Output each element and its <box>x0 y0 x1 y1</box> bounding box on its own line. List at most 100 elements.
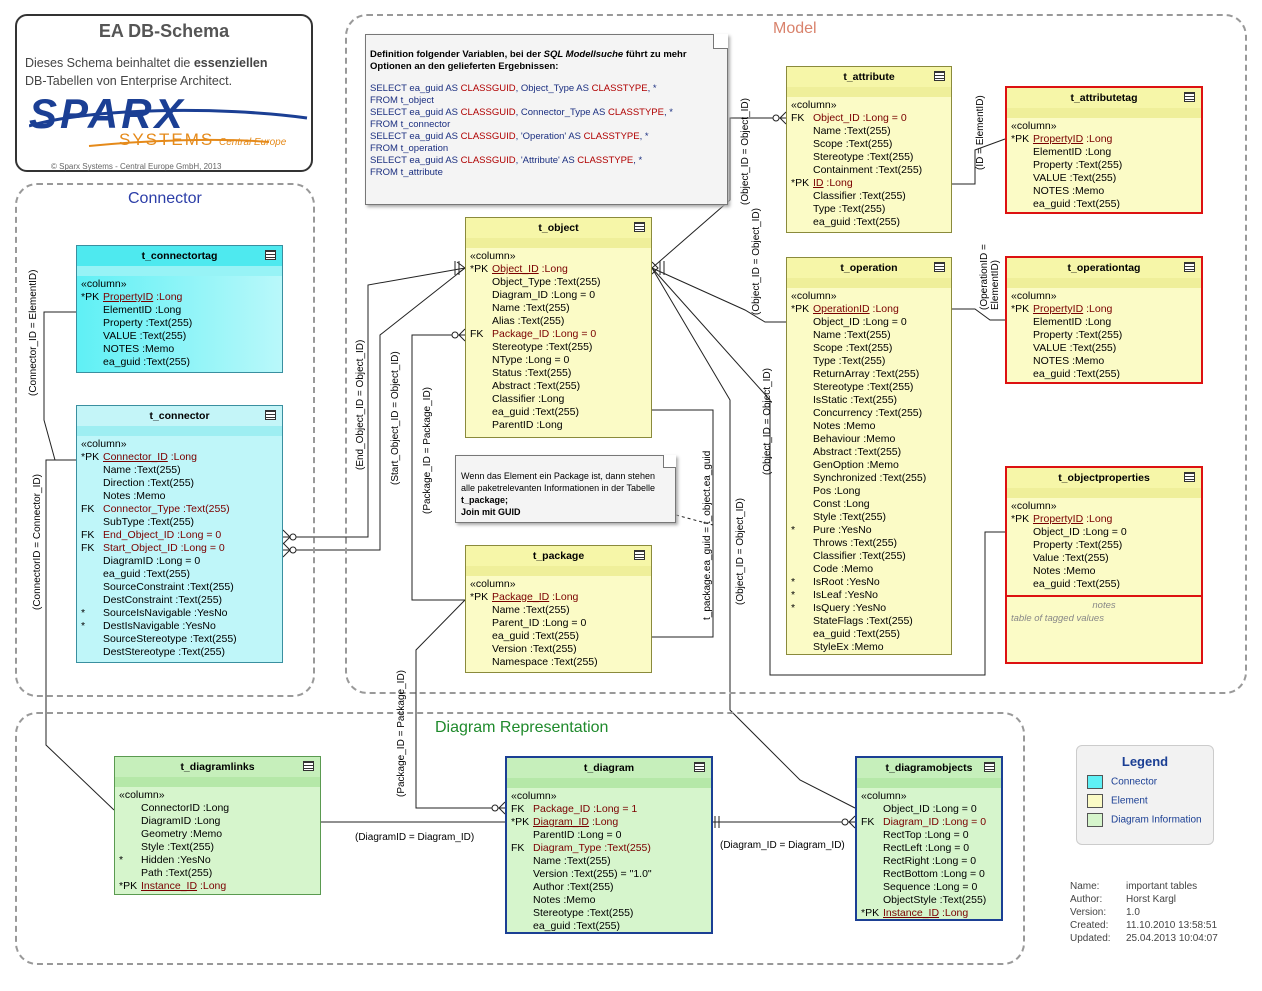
table-band <box>857 778 1001 788</box>
column-name: PropertyID <box>1033 133 1084 145</box>
column-row: ea_guid :Text(255) <box>511 920 707 933</box>
column-name: DestConstraint <box>103 594 173 606</box>
column-name: ea_guid <box>1033 198 1071 210</box>
column-name: Geometry <box>141 828 188 840</box>
column-row: Name :Text(255) <box>470 604 647 617</box>
column-row: Throws :Text(255) <box>791 537 947 550</box>
column-name: End_Object_ID <box>103 529 175 541</box>
column-name: Object_ID <box>813 316 860 328</box>
column-row: Classifier :Text(255) <box>791 550 947 563</box>
column-type: :Text(255) <box>863 615 913 627</box>
column-type: :Text(255) <box>172 594 223 606</box>
rel-start-object: (Start_Object_ID = Object_ID) <box>390 351 401 485</box>
column-key: *PK <box>1011 133 1030 145</box>
column-key: FK <box>511 803 525 815</box>
column-row: Object_ID :Long = 0 <box>861 803 997 816</box>
column-type: :Text(255) <box>841 125 891 137</box>
column-type: :Long <box>939 907 969 919</box>
column-row: ParentID :Long = 0 <box>511 829 707 842</box>
column-type: :Memo <box>1069 355 1105 367</box>
legend-swatch <box>1087 775 1103 789</box>
column-name: Property <box>103 317 143 329</box>
column-type: :Long <box>535 393 565 405</box>
column-key: *PK <box>1011 513 1030 525</box>
info-key: Version: <box>1070 907 1107 918</box>
column-row: Author :Text(255) <box>511 881 707 894</box>
rel-object-oper: (Object_ID = Object_ID) <box>751 208 762 315</box>
column-name: Synchronized <box>813 472 877 484</box>
column-type: :Long = 0 <box>939 816 987 828</box>
column-row: Abstract :Text(255) <box>791 446 947 459</box>
info-row: Created:11.10.2010 13:58:51 <box>1070 919 1218 932</box>
column-type: :Memo <box>848 641 884 653</box>
column-name: Scope <box>813 342 843 354</box>
wire-start-object <box>283 267 466 551</box>
column-type: :Long <box>538 263 568 275</box>
column-name: Behaviour <box>813 433 861 445</box>
info-key: Created: <box>1070 920 1109 931</box>
table-t-diagramobjects[interactable]: t_diagramobjects«column»Object_ID :Long … <box>855 756 1003 921</box>
column-type: :Long <box>533 419 563 431</box>
column-name: IsStatic <box>813 394 848 406</box>
column-row: Stereotype :Text(255) <box>791 381 947 394</box>
column-name: Start_Object_ID <box>103 542 178 554</box>
info-row: Name:important tables <box>1070 880 1218 893</box>
column-name: Diagram_ID <box>533 816 590 828</box>
column-type: :Text(255) <box>841 329 891 341</box>
column-name: Diagram_Type <box>533 842 602 854</box>
column-name: Notes <box>813 420 841 432</box>
info-value: important tables <box>1126 881 1198 892</box>
column-row: DestStereotype :Text(255) <box>81 646 278 659</box>
column-row: Version :Text(255) <box>470 643 647 656</box>
stereotype-label: «column» <box>470 578 516 590</box>
rel-package-2: (Package_ID = Package_ID) <box>396 669 407 797</box>
column-type: :Text(255) <box>542 341 593 353</box>
column-name: ID <box>813 177 824 189</box>
column-type: :Text(255) <box>561 855 611 867</box>
group-connector <box>15 183 315 697</box>
column-type: :Text(255) <box>570 920 620 932</box>
column-row: Property :Text(255) <box>1011 159 1197 172</box>
stereotype-label: «column» <box>470 250 516 262</box>
column-type: :YesNo <box>191 607 228 619</box>
column-name: Sequence <box>883 881 931 893</box>
column-key: * <box>791 589 796 601</box>
table-icon <box>265 410 276 420</box>
column-type: :Long = 0 <box>921 829 969 841</box>
column-row: Containment :Text(255) <box>791 164 947 177</box>
stereotype-label: «column» <box>1011 500 1057 512</box>
column-key: *PK <box>470 591 489 603</box>
column-row: Object_ID :Long = 0 <box>1011 526 1197 539</box>
column-row: Stereotype :Text(255) <box>470 341 647 354</box>
column-key: FK <box>511 842 525 854</box>
column-type: :YesNo <box>841 589 878 601</box>
column-row: *IsRoot :YesNo <box>791 576 947 589</box>
column-name: Object_ID <box>813 112 860 124</box>
column-key: * <box>119 854 124 866</box>
column-type: :Text(255) <box>140 568 190 580</box>
column-row: ElementID :Long <box>81 304 278 317</box>
column-name: ea_guid <box>103 356 141 368</box>
column-type: :Text(255) <box>1059 552 1109 564</box>
column-type: :Long <box>1083 133 1113 145</box>
column-name: Package_ID <box>533 803 591 815</box>
